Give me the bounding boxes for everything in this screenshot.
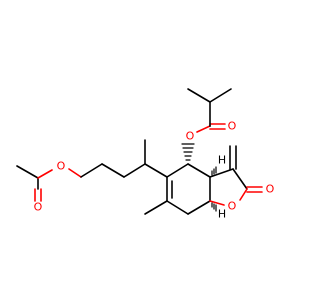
atom-h-7a: H xyxy=(218,208,226,221)
bond-chain-3 xyxy=(123,163,146,178)
bond-c2-o1 xyxy=(239,188,248,201)
bond-o1-c7a xyxy=(209,200,225,206)
bond-acetyl-ester-o-right xyxy=(68,168,82,178)
acetate-group xyxy=(16,165,82,202)
bond-c4-c3a xyxy=(187,163,211,178)
stereo-hydrogens xyxy=(211,166,217,212)
atom-ring-o-lactone: O xyxy=(228,200,237,213)
atom-ester-o-acetate: O xyxy=(57,160,66,173)
bond-c7-c6 xyxy=(166,200,189,215)
bond-c6-methyl xyxy=(144,200,168,215)
molecule-structure: O O O O O O H H xyxy=(16,88,275,221)
bond-chain-2 xyxy=(101,163,125,178)
bond-ester-o-carbonyl xyxy=(196,125,211,133)
atom-carbonyl-o-isobutyrate: O xyxy=(228,120,237,133)
atom-carbonyl-o-lactone: O xyxy=(266,183,275,196)
bond-acetyl-methyl xyxy=(16,165,39,179)
bond-c5-c4 xyxy=(166,163,189,178)
bond-chain-1 xyxy=(80,163,103,178)
bond-c7a-c7 xyxy=(187,200,211,215)
side-chain xyxy=(80,139,168,178)
isobutyrate-group xyxy=(181,88,232,161)
atom-carbonyl-o-acetate: O xyxy=(34,201,43,214)
atom-h-3a: H xyxy=(218,154,226,167)
bond-ch-to-methyl-b xyxy=(209,88,232,103)
bond-c3a-c3 xyxy=(209,168,234,178)
cyclohexene-ring xyxy=(144,163,211,215)
atom-ester-o-isobutyrate: O xyxy=(186,130,195,143)
bond-c3-c2 xyxy=(232,168,248,190)
atom-labels: O O O O O O H H xyxy=(34,120,275,221)
bond-acetyl-ester-o-left xyxy=(37,169,53,179)
bond-ch-to-methyl-a xyxy=(187,88,211,103)
lactone-ring xyxy=(209,145,263,206)
bond-chain-to-ring xyxy=(144,163,168,178)
